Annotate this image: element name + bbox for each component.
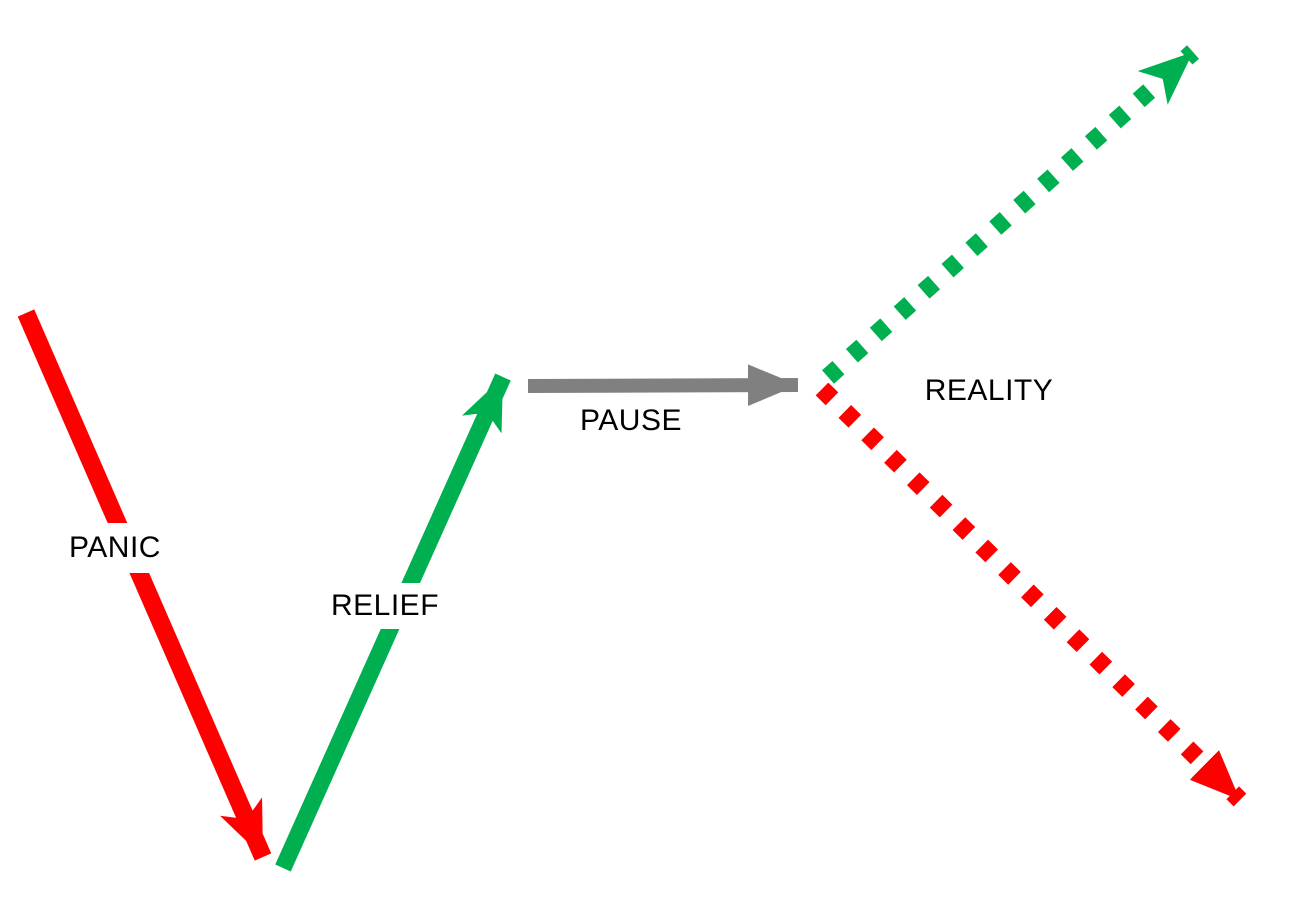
pause-arrow — [527, 364, 799, 407]
reality-up-arrow — [822, 45, 1199, 384]
reality-label: REALITY — [919, 370, 1059, 412]
relief-label: RELIEF — [328, 583, 442, 629]
panic-arrow — [17, 309, 272, 861]
pause-label: PAUSE — [574, 400, 688, 442]
panic-label: PANIC — [60, 523, 170, 573]
reality-down-arrow — [815, 382, 1247, 807]
